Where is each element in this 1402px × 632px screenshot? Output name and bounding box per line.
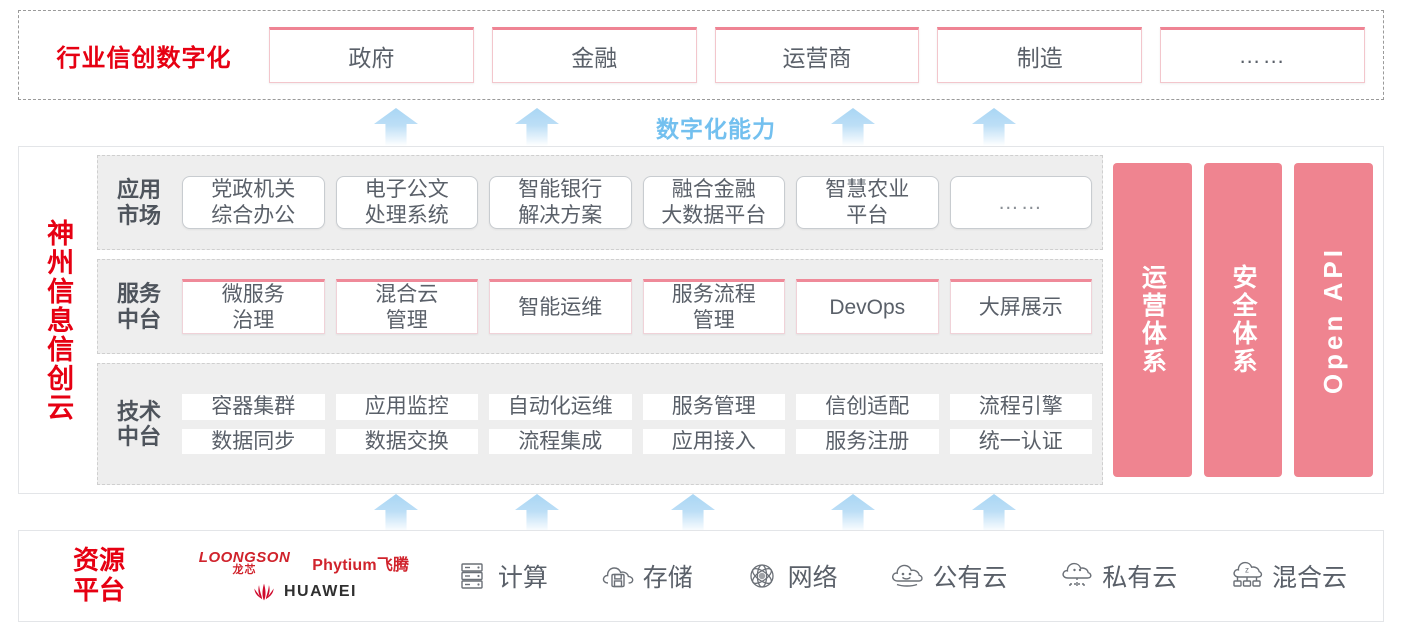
resource-item-label: 私有云	[1102, 564, 1178, 592]
tech-card-process-integration[interactable]: 流程集成	[489, 428, 632, 454]
resource-item-label: 存储	[642, 564, 693, 592]
resource-item-public-cloud[interactable]: 公有云	[889, 558, 1007, 594]
tech-card-automated-ops[interactable]: 自动化运维	[489, 394, 632, 420]
resource-arrow-strip	[18, 494, 1384, 534]
pillar-security-system[interactable]: 安全体系	[1203, 163, 1283, 477]
industry-card-more[interactable]: ……	[1160, 27, 1365, 83]
resource-item-label: 公有云	[932, 564, 1008, 592]
layer-label-technical-platform: 技术 中台	[116, 398, 161, 449]
tech-card-service-management[interactable]: 服务管理	[642, 394, 785, 420]
cloud-storage-icon	[600, 559, 634, 593]
service-card-devops[interactable]: DevOps	[796, 279, 939, 334]
technical-platform-row-1: 容器集群 应用监控 自动化运维 服务管理 信创适配 流程引擎	[182, 394, 1092, 420]
service-card-microservice-governance[interactable]: 微服务 治理	[182, 279, 325, 334]
svg-text:z: z	[1245, 566, 1249, 575]
huawei-logo: HUAWEI	[251, 582, 357, 602]
application-market-cells: 党政机关 综合办公 电子公文 处理系统 智能银行	[182, 176, 1092, 229]
resource-item-private-cloud[interactable]: 私有云	[1059, 558, 1177, 594]
tech-card-data-sync[interactable]: 数据同步	[182, 428, 325, 454]
layer-service-platform: 服务 中台 微服务 治理 混合云 管	[97, 259, 1103, 354]
industry-card-telecom[interactable]: 运营商	[714, 27, 920, 83]
capability-label: 数字化能力	[656, 116, 776, 142]
app-card-smart-bank[interactable]: 智能银行 解决方案	[489, 176, 632, 229]
service-card-service-process-management[interactable]: 服务流程 管理	[642, 279, 785, 334]
technical-platform-cells: 容器集群 应用监控 自动化运维 服务管理 信创适配 流程引擎 数据同步 数据交换…	[182, 394, 1092, 454]
resource-item-network[interactable]: 网络	[745, 558, 838, 594]
network-icon	[745, 559, 779, 593]
server-icon	[455, 559, 489, 593]
cloud-platform-title: 神州信息信创云	[19, 147, 97, 493]
loongson-logo-cn: 龙芯	[232, 564, 257, 576]
service-card-hybrid-cloud-management[interactable]: 混合云 管理	[335, 279, 478, 334]
pillar-operations-system[interactable]: 运营体系	[1113, 163, 1192, 477]
vendor-logo-row-2: HUAWEI	[251, 582, 357, 602]
up-arrow-icon	[671, 494, 715, 532]
phytium-logo: Phytium飞腾	[312, 557, 410, 574]
app-card-edoc-system[interactable]: 电子公文 处理系统	[335, 176, 478, 229]
cloud-platform-body: 应用 市场 党政机关 综合办公 电子公文	[97, 147, 1383, 493]
tech-card-app-access[interactable]: 应用接入	[642, 428, 785, 454]
up-arrow-icon	[515, 494, 559, 532]
up-arrow-icon	[515, 108, 559, 146]
technical-platform-row-2: 数据同步 数据交换 流程集成 应用接入 服务注册 统一认证	[182, 428, 1092, 454]
industry-card-government[interactable]: 政府	[269, 27, 474, 83]
up-arrow-icon	[972, 108, 1016, 146]
cloud-pillar-group: 运营体系 安全体系 Open API	[1113, 155, 1374, 485]
cloud-layer-column: 应用 市场 党政机关 综合办公 电子公文	[97, 155, 1103, 485]
cloud-platform-title-text: 神州信息信创云	[43, 218, 74, 422]
industry-band-title: 行业信创数字化	[56, 44, 232, 72]
industry-card-list: 政府 金融 运营商 制造 ……	[269, 27, 1383, 83]
app-card-smart-agriculture[interactable]: 智慧农业 平台	[796, 176, 939, 229]
capability-arrow-strip: 数字化能力	[18, 104, 1384, 146]
hybrid-cloud-icon: z	[1229, 559, 1263, 593]
layer-application-market: 应用 市场 党政机关 综合办公 电子公文	[97, 155, 1103, 250]
huawei-flower-icon	[251, 582, 277, 602]
up-arrow-icon	[831, 108, 875, 146]
up-arrow-icon	[374, 108, 418, 146]
private-cloud-icon	[1059, 559, 1093, 593]
layer-technical-platform: 技术 中台 容器集群 应用监控 自动化运维 服务管理 信创适配 流程引擎	[97, 363, 1103, 485]
tech-card-container-cluster[interactable]: 容器集群	[182, 394, 325, 420]
layer-label-service-platform: 服务 中台	[116, 281, 161, 332]
vendor-logo-row-1: LOONGSON 龙芯 Phytium飞腾	[199, 550, 409, 576]
resource-item-list: 计算 存储	[429, 558, 1383, 594]
app-card-government-office[interactable]: 党政机关 综合办公	[182, 176, 325, 229]
up-arrow-icon	[831, 494, 875, 532]
cloud-platform-panel: 神州信息信创云 应用 市场 党政机关 综合办公	[18, 146, 1384, 494]
app-card-more[interactable]: ……	[949, 176, 1092, 229]
app-card-finance-bigdata[interactable]: 融合金融 大数据平台	[642, 176, 785, 229]
public-cloud-icon	[889, 559, 924, 593]
service-card-intelligent-ops[interactable]: 智能运维	[489, 279, 632, 334]
up-arrow-icon	[972, 494, 1016, 532]
service-platform-cells: 微服务 治理 混合云 管理 智能运维	[182, 279, 1092, 334]
layer-label-application-market: 应用 市场	[116, 177, 161, 228]
resource-item-label: 计算	[497, 564, 548, 592]
tech-card-app-monitoring[interactable]: 应用监控	[335, 394, 478, 420]
pillar-open-api[interactable]: Open API	[1294, 163, 1374, 477]
resource-item-label: 网络	[787, 564, 838, 592]
industry-band: 行业信创数字化 政府 金融 运营商 制造 ……	[18, 10, 1384, 100]
resource-item-compute[interactable]: 计算	[455, 558, 548, 594]
loongson-logo: LOONGSON 龙芯	[199, 550, 291, 576]
tech-card-xinchuang-adaptation[interactable]: 信创适配	[796, 394, 939, 420]
up-arrow-icon	[374, 494, 418, 532]
tech-card-service-registry[interactable]: 服务注册	[796, 428, 939, 454]
tech-card-process-engine[interactable]: 流程引擎	[949, 394, 1092, 420]
resource-item-label: 混合云	[1272, 564, 1348, 592]
tech-card-unified-auth[interactable]: 统一认证	[949, 428, 1092, 454]
huawei-logo-text: HUAWEI	[284, 583, 357, 600]
service-card-big-screen-display[interactable]: 大屏展示	[949, 279, 1092, 334]
industry-card-manufacturing[interactable]: 制造	[937, 27, 1143, 83]
loongson-logo-en: LOONGSON	[198, 549, 291, 566]
vendor-logo-group: LOONGSON 龙芯 Phytium飞腾	[179, 550, 429, 602]
resource-item-storage[interactable]: 存储	[600, 558, 693, 594]
resource-platform-panel: 资源 平台 LOONGSON 龙芯 Phytium飞腾	[18, 530, 1384, 622]
tech-card-data-exchange[interactable]: 数据交换	[335, 428, 478, 454]
resource-item-hybrid-cloud[interactable]: z 混合云	[1229, 558, 1347, 594]
resource-platform-title: 资源 平台	[72, 545, 125, 605]
industry-card-finance[interactable]: 金融	[491, 27, 697, 83]
